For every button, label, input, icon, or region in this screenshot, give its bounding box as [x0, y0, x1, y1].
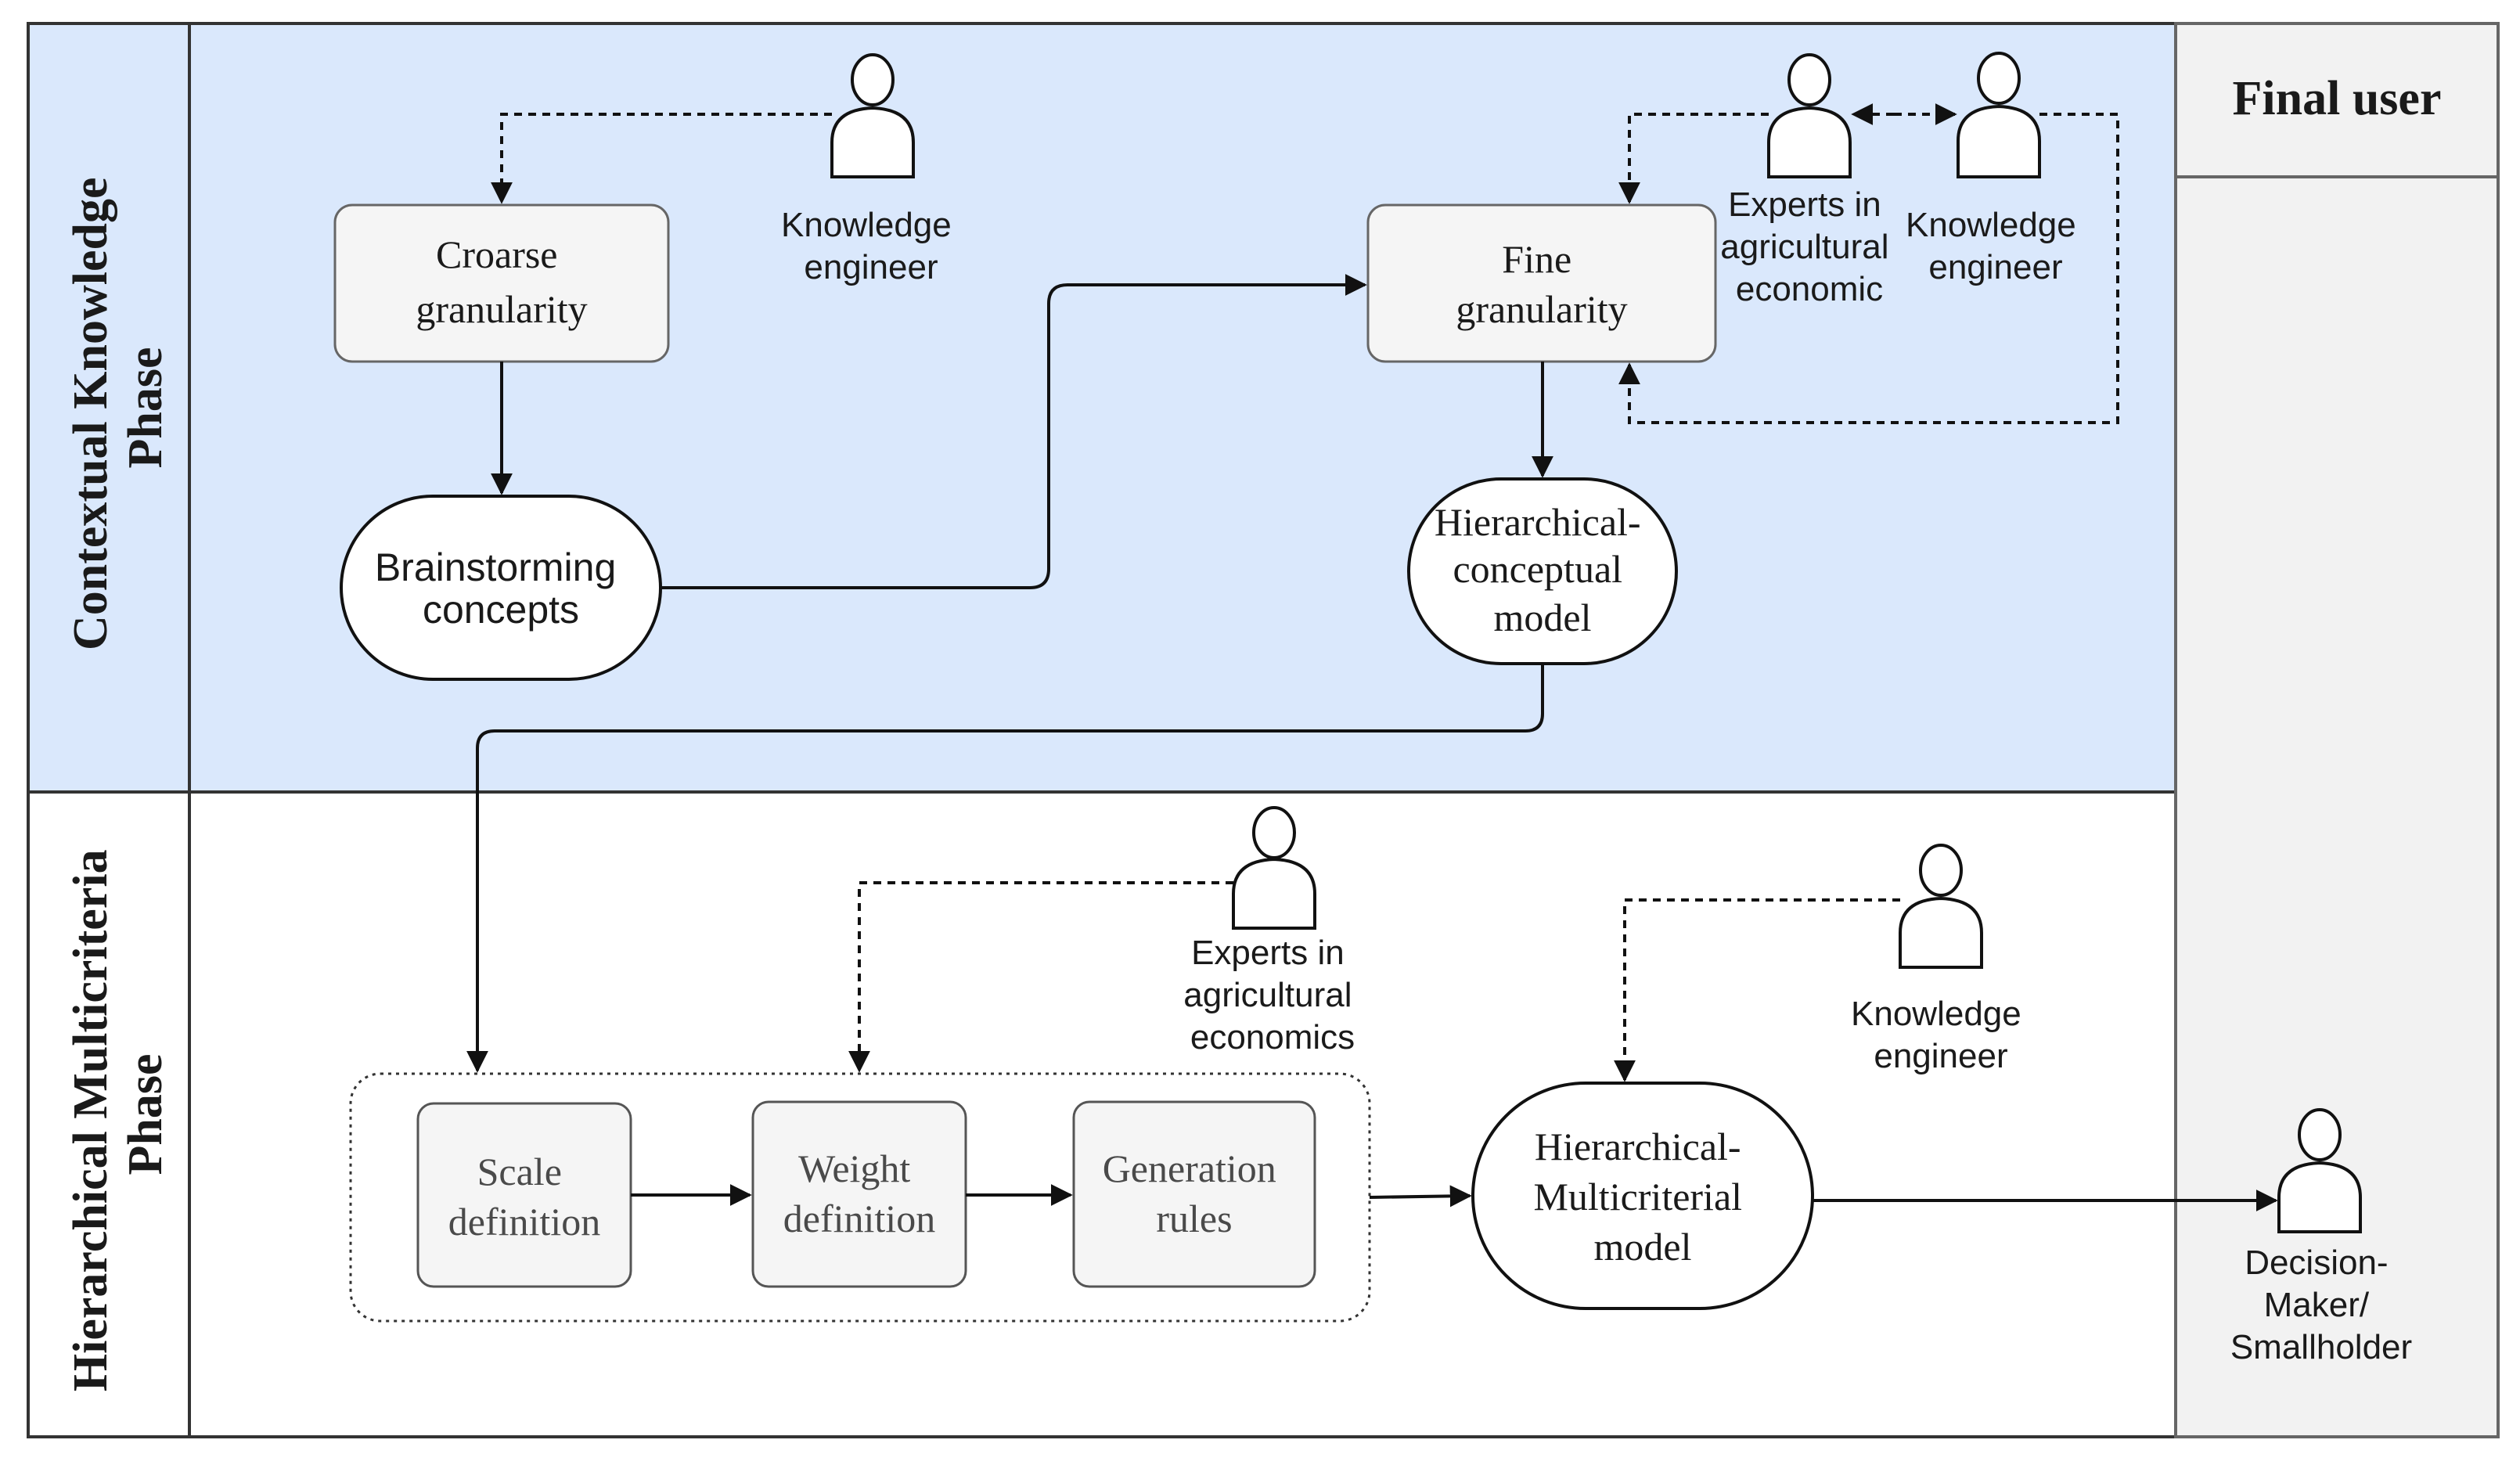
generation-line1: Generation [1103, 1146, 1276, 1190]
ke3-line2: engineer [1874, 1037, 2007, 1075]
dashed-ke3-to-multicriterial-model [1614, 898, 1900, 1082]
hierarchical-multicriterial-model-node [1471, 1082, 1814, 1310]
contextual-lane-title: Contextual Knowledge Phase [64, 165, 172, 650]
ke1-line2: engineer [804, 248, 938, 286]
scale-definition-box [416, 1102, 632, 1288]
ke1-line1: Knowledge [781, 206, 952, 244]
generation-rules-label: Generation rules [1103, 1146, 1287, 1240]
weight-definition-box [751, 1100, 967, 1288]
decision-line1: Decision- [2245, 1244, 2388, 1282]
experts2-line2: agricultural [1183, 976, 1352, 1014]
multicriterial-line3: model [1594, 1225, 1692, 1269]
arrow-brainstorming-to-fine [661, 274, 1367, 589]
weight-line2: definition [783, 1197, 935, 1240]
experts1-line2: agricultural [1720, 228, 1888, 266]
conceptual-line1: Hierarchical- [1435, 500, 1641, 544]
dashed-experts-to-weight [848, 881, 1233, 1073]
multicriteria-lane-title-line1: Hierarchical Multicriteria [64, 849, 117, 1391]
fine-granularity-label: Fine granularity [1456, 237, 1627, 331]
fine-line1: Fine [1502, 237, 1571, 281]
scale-line1: Scale [477, 1150, 562, 1193]
arrow-group-to-multicriterial-model [1369, 1185, 1472, 1208]
brainstorming-concepts-label: Brainstorming concepts [375, 545, 627, 632]
ke2-line1: Knowledge [1906, 206, 2076, 244]
scale-line2: definition [448, 1200, 600, 1244]
multicriteria-lane-title: Hierarchical Multicriteria Phase [64, 837, 172, 1391]
dashed-experts-to-fine [1618, 113, 1769, 204]
knowledge-engineer-1-user-icon [830, 53, 915, 178]
generation-rules-box [1072, 1100, 1316, 1288]
fine-granularity-box [1366, 203, 1717, 363]
experts-agricultural-economic-label: Experts in agricultural economic [1720, 185, 1898, 308]
fine-line2: granularity [1456, 287, 1627, 331]
multicriteria-lane-title-line2: Phase [119, 1054, 172, 1175]
final-user-title: Final user [2233, 72, 2442, 125]
contextual-lane [27, 22, 2177, 794]
experts2-line3: economics [1190, 1018, 1355, 1056]
coarse-line1: Croarse [436, 232, 558, 276]
experts-agricultural-economics-user-icon [1232, 806, 1316, 930]
arrow-conceptual-model-to-scale [466, 664, 1544, 1073]
knowledge-engineer-2-user-icon [1957, 52, 2041, 178]
experts1-line1: Experts in [1728, 185, 1881, 224]
decision-line3: Smallholder [2230, 1328, 2412, 1366]
knowledge-engineer-3-user-icon [1899, 844, 1983, 969]
decision-maker-label: Decision- Maker/ Smallholder [2230, 1244, 2412, 1366]
scale-definition-label: Scale definition [448, 1150, 600, 1244]
coarse-line2: granularity [416, 287, 587, 331]
contextual-lane-title-line2: Phase [119, 347, 172, 469]
experts2-line1: Experts in [1191, 934, 1345, 972]
knowledge-engineer-2-label: Knowledge engineer [1906, 206, 2086, 286]
coarse-granularity-label: Croarse granularity [416, 232, 587, 331]
multicriterial-line2: Multicriterial [1533, 1175, 1742, 1218]
generation-line2: rules [1156, 1197, 1232, 1240]
knowledge-engineer-3-label: Knowledge engineer [1851, 995, 2031, 1075]
decision-line2: Maker/ [2264, 1286, 2370, 1324]
conceptual-line2: conceptual [1453, 547, 1622, 591]
knowledge-engineer-1-label: Knowledge engineer [781, 206, 961, 286]
weight-line1: Weight [798, 1146, 910, 1190]
coarse-granularity-box [333, 203, 670, 363]
contextual-lane-title-line1: Contextual Knowledge [64, 178, 117, 651]
hierarchical-conceptual-model-label: Hierarchical- conceptual model [1435, 500, 1651, 639]
hierarchical-multicriterial-model-label: Hierarchical- Multicriterial model [1533, 1125, 1751, 1269]
multicriterial-line1: Hierarchical- [1535, 1125, 1741, 1168]
experts1-line3: economic [1736, 270, 1883, 308]
decision-maker-user-icon [2277, 1108, 2362, 1233]
process-group-container [349, 1072, 1371, 1323]
conceptual-line3: model [1494, 596, 1592, 639]
experts-agricultural-economic-user-icon [1767, 53, 1852, 178]
experts-agricultural-economics-label: Experts in agricultural economics [1183, 934, 1361, 1056]
dashed-ke1-to-coarse [491, 113, 832, 204]
weight-definition-label: Weight definition [783, 1146, 935, 1240]
brainstorming-line2: concepts [423, 588, 579, 632]
brainstorming-line1: Brainstorming [375, 545, 616, 589]
dashed-ke2-loop-to-fine [1618, 113, 2119, 424]
ke3-line1: Knowledge [1851, 995, 2021, 1033]
ke2-line2: engineer [1928, 248, 2062, 286]
